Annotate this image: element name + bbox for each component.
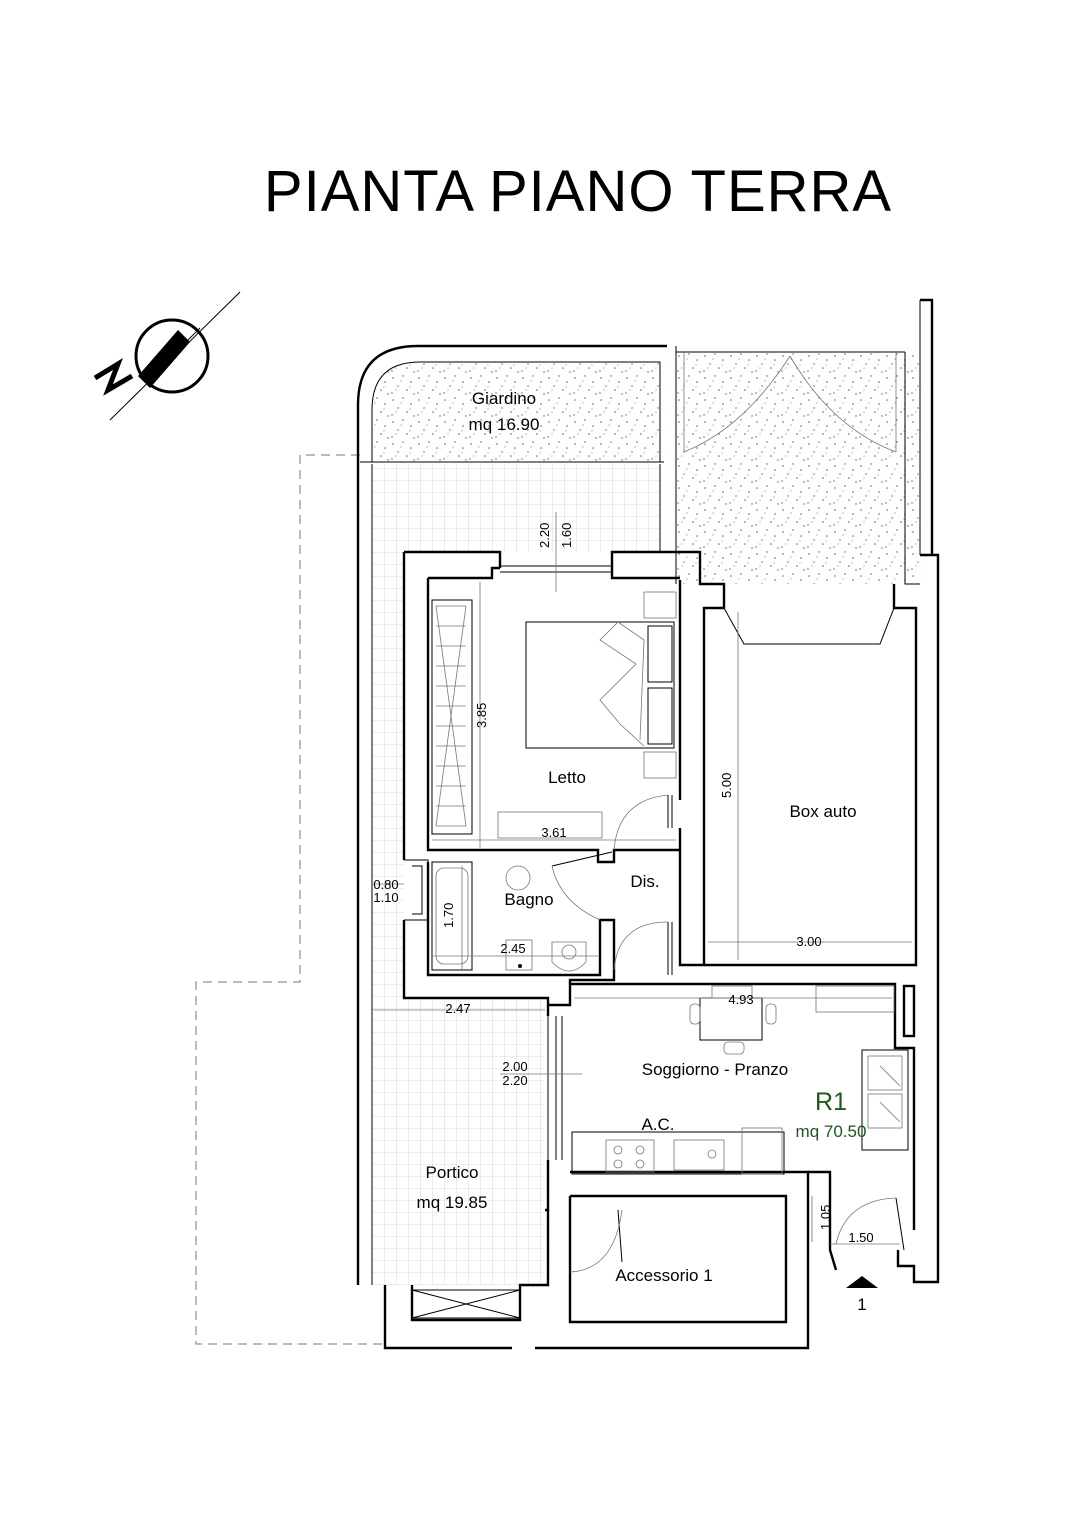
dim-box-width: 3.00 <box>796 934 821 949</box>
page-title: PIANTA PIANO TERRA <box>264 159 892 224</box>
dim-entry-width: 1.50 <box>848 1230 873 1245</box>
room-bagno-label: Bagno <box>504 890 553 909</box>
room-box-label: Box auto <box>789 802 856 821</box>
room-portico-label: Portico <box>426 1163 479 1182</box>
room-dis-label: Dis. <box>630 872 659 891</box>
dining-table <box>689 985 895 1055</box>
side-garden <box>675 298 934 585</box>
dim-portico-width: 2.47 <box>445 1001 470 1016</box>
dim-bagno-depth: 1.70 <box>441 903 456 928</box>
dim-box-depth: 5.00 <box>719 773 734 798</box>
dim-bagno-win-b: 1.10 <box>373 890 398 905</box>
room-portico-area: mq 19.85 <box>417 1193 488 1212</box>
dim-bagno-width: 2.45 <box>500 941 525 956</box>
dimension-lines <box>372 512 912 1245</box>
double-bed <box>497 591 677 839</box>
dim-entry-height: 1.05 <box>818 1205 833 1230</box>
dim-door-b: 2.20 <box>502 1073 527 1088</box>
dim-soggiorno-width: 4.93 <box>728 992 753 1007</box>
section-arrow-icon <box>846 1276 878 1288</box>
property-boundary <box>195 454 385 1345</box>
room-accessorio-label: Accessorio 1 <box>615 1266 712 1285</box>
dim-letto-width: 3.61 <box>541 825 566 840</box>
unit-code: R1 <box>815 1088 847 1116</box>
door-swings <box>551 794 905 1273</box>
tiled-terrace <box>356 462 661 1285</box>
section-marker: 1 <box>846 1276 878 1314</box>
dim-door-a: 2.00 <box>502 1059 527 1074</box>
wardrobe <box>431 599 473 835</box>
room-giardino-area: mq 16.90 <box>469 415 540 434</box>
dim-window-top-a: 2.20 <box>537 523 552 548</box>
garden-area <box>356 344 667 463</box>
section-marker-label: 1 <box>857 1295 866 1314</box>
bathroom-fixtures <box>431 861 587 972</box>
room-letto-label: Letto <box>548 768 586 787</box>
exterior-walls <box>383 550 940 1350</box>
sofa <box>861 1049 909 1151</box>
unit-area: mq 70.50 <box>796 1122 867 1141</box>
room-ac-label: A.C. <box>641 1115 674 1134</box>
dim-bagno-win-a: 0.80 <box>373 877 398 892</box>
dim-letto-depth: 3.85 <box>474 703 489 728</box>
room-soggiorno-label: Soggiorno - Pranzo <box>642 1060 788 1079</box>
north-arrow-icon <box>93 291 241 421</box>
room-giardino-label: Giardino <box>472 389 536 408</box>
windows <box>404 565 895 1319</box>
dim-window-top-b: 1.60 <box>559 523 574 548</box>
kitchen-counter <box>571 1127 785 1175</box>
